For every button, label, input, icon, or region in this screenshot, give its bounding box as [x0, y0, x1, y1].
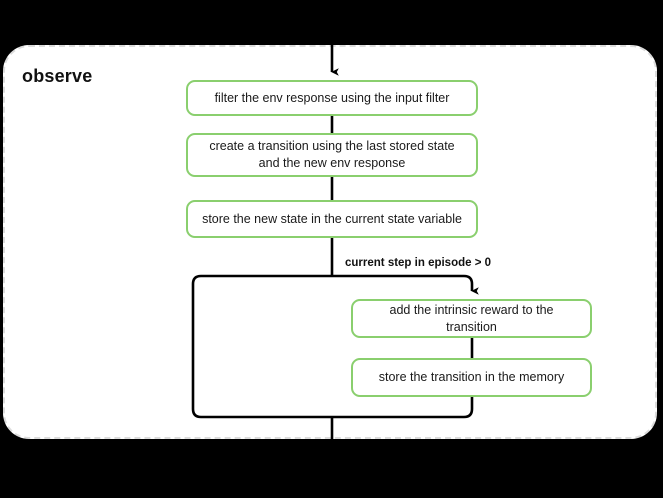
node-add-intrinsic-reward-label: add the intrinsic reward to the transiti… — [389, 302, 554, 334]
node-add-intrinsic-reward[interactable]: add the intrinsic reward to the transiti… — [351, 299, 592, 338]
node-create-transition[interactable]: create a transition using the last store… — [186, 133, 478, 177]
observe-panel-title: observe — [22, 66, 93, 86]
node-store-transition-memory-label: store the transition in the memory — [378, 370, 565, 385]
node-filter-env-response[interactable]: filter the env response using the input … — [186, 80, 478, 116]
node-store-new-state-label: store the new state in the current state… — [202, 211, 462, 226]
node-filter-env-response-label: filter the env response using the input … — [214, 90, 450, 105]
node-store-new-state[interactable]: store the new state in the current state… — [186, 200, 478, 238]
node-create-transition-label: create a transition using the last store… — [209, 139, 455, 170]
node-store-transition-memory[interactable]: store the transition in the memory — [351, 358, 592, 397]
branch-condition-label: current step in episode > 0 — [345, 257, 492, 269]
